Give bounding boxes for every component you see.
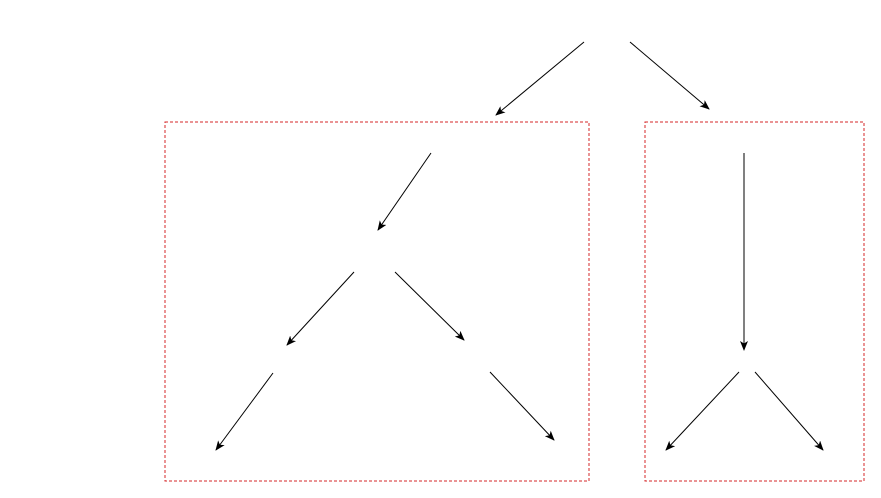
edge-a-to-b <box>286 271 355 346</box>
edge-f-to-h <box>754 371 824 451</box>
groups-layer <box>164 121 865 482</box>
left-group-box <box>164 121 590 482</box>
edge-a-to-c <box>394 271 465 341</box>
edge-root-to-left-group <box>495 41 585 116</box>
right-group-box <box>644 121 865 482</box>
edge-root-to-right-group <box>629 41 710 110</box>
edge-c-to-e <box>489 371 555 441</box>
edge-f-to-g <box>665 371 740 451</box>
edge-left-group-to-a <box>377 152 432 231</box>
edge-b-to-d <box>215 372 274 451</box>
edges-layer <box>215 41 824 451</box>
